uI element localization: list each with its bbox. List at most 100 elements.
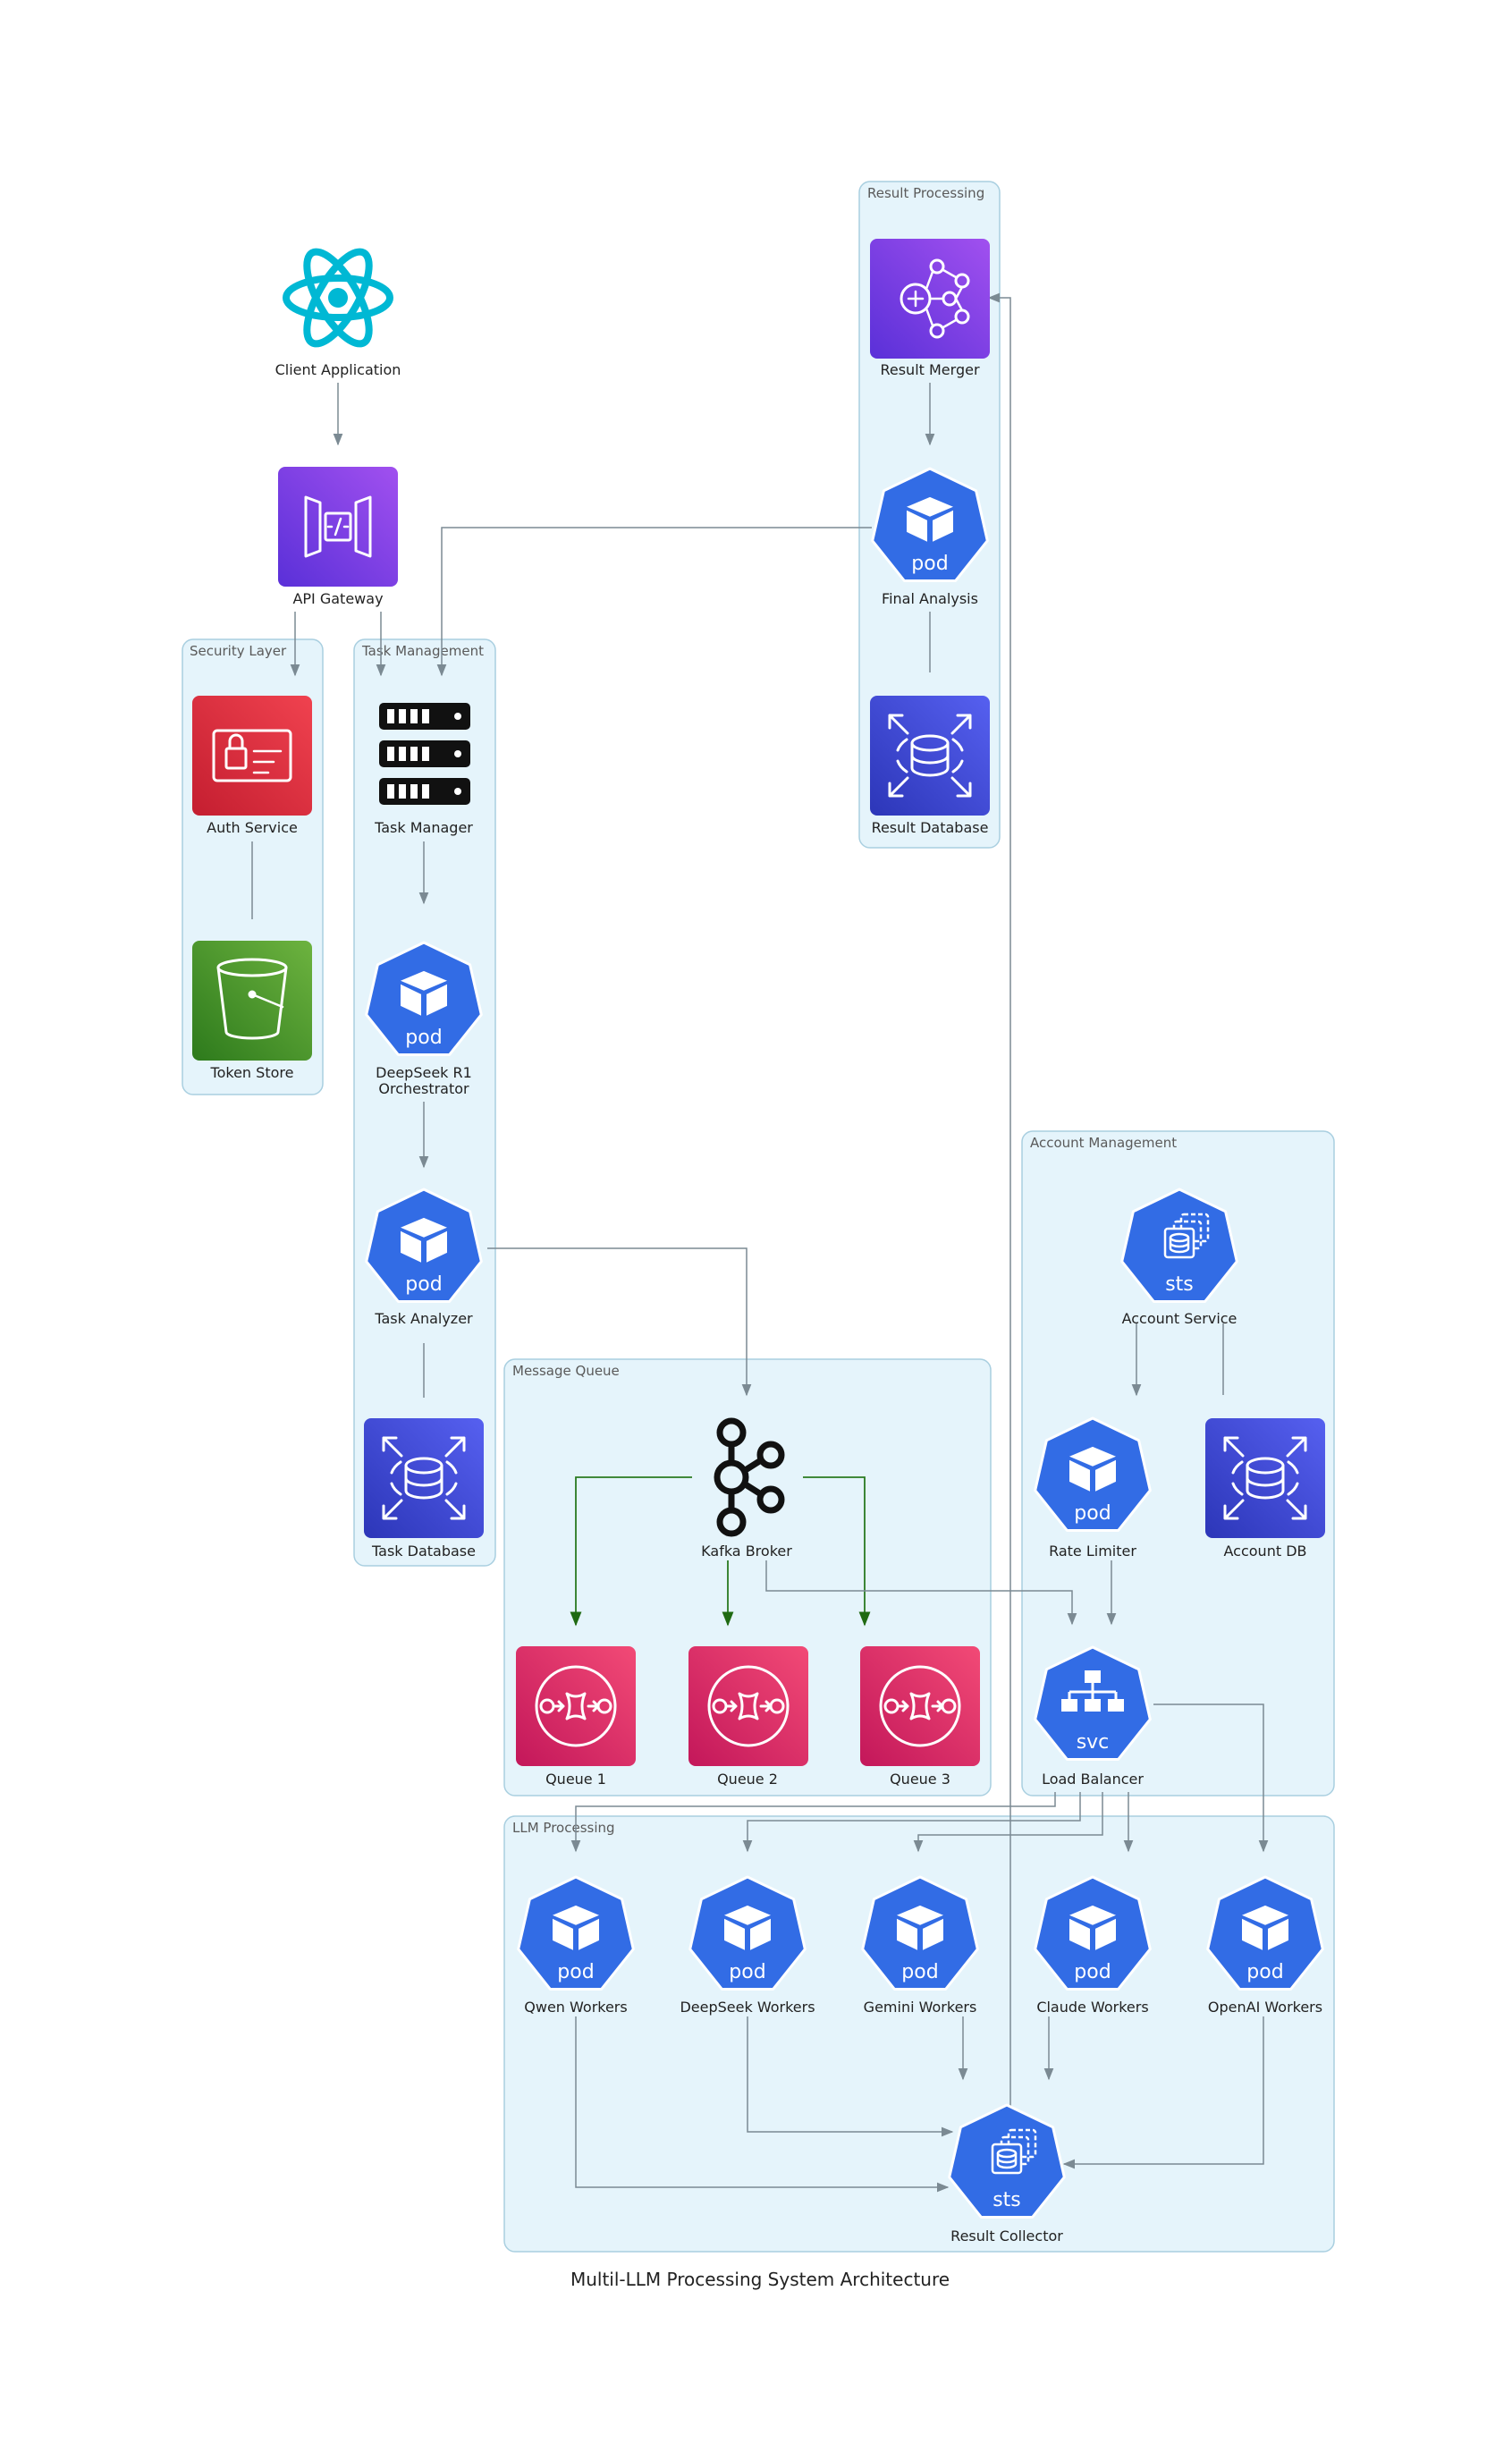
node-label-result-db: Result Database bbox=[872, 819, 989, 836]
node-client-application[interactable]: Client Application bbox=[275, 243, 401, 378]
node-label-result-collector: Result Collector bbox=[950, 2228, 1063, 2244]
node-label-queue1: Queue 1 bbox=[545, 1771, 606, 1788]
edge-kafka-to-loadbalancer bbox=[765, 1560, 1077, 1626]
node-claude-workers[interactable]: pod Claude Workers bbox=[1034, 1875, 1152, 2016]
message-queue-icon bbox=[516, 1646, 636, 1766]
svg-text:pod: pod bbox=[405, 1027, 442, 1049]
edge-lb-to-qwen bbox=[570, 1792, 1056, 1853]
kubernetes-pod-icon: pod bbox=[365, 941, 483, 1056]
database-icon bbox=[870, 696, 990, 816]
edge-openai-to-collector bbox=[1062, 2016, 1264, 2169]
node-queue-1[interactable]: Queue 1 bbox=[516, 1646, 636, 1788]
node-label-token-store: Token Store bbox=[210, 1064, 294, 1081]
svg-text:pod: pod bbox=[729, 1961, 765, 1983]
identity-card-lock-icon bbox=[192, 696, 312, 816]
kubernetes-statefulset-icon: sts bbox=[1120, 1188, 1238, 1303]
kubernetes-pod-icon: pod bbox=[688, 1875, 807, 1991]
edge-kafka-to-queue1 bbox=[570, 1476, 692, 1627]
svg-text:pod: pod bbox=[1246, 1961, 1283, 1983]
node-label-orchestrator-line1: DeepSeek R1 bbox=[376, 1064, 472, 1081]
edge-deepseek-to-collector bbox=[747, 2016, 954, 2137]
kubernetes-pod-icon: pod bbox=[1034, 1875, 1152, 1991]
diagram-caption: Multil-LLM Processing System Architectur… bbox=[570, 2269, 950, 2290]
cluster-label-llm-processing: LLM Processing bbox=[512, 1820, 615, 1836]
cluster-account-management: Account Management bbox=[1021, 1130, 1335, 1796]
node-result-merger[interactable]: Result Merger bbox=[870, 239, 990, 378]
node-label-result-merger: Result Merger bbox=[880, 361, 979, 378]
node-label-task-analyzer: Task Analyzer bbox=[374, 1310, 473, 1327]
message-queue-icon bbox=[860, 1646, 980, 1766]
node-deepseek-r1-orchestrator[interactable]: pod DeepSeek R1 Orchestrator bbox=[365, 941, 483, 1097]
node-result-collector[interactable]: sts Result Collector bbox=[948, 2103, 1066, 2244]
node-result-database[interactable]: Result Database bbox=[870, 696, 990, 836]
cluster-label-result-processing: Result Processing bbox=[867, 185, 984, 201]
cluster-label-task-management: Task Management bbox=[361, 643, 484, 659]
node-account-db[interactable]: Account DB bbox=[1205, 1418, 1325, 1560]
edge-kafka-to-queue3 bbox=[803, 1476, 871, 1627]
node-label-gemini: Gemini Workers bbox=[864, 1999, 977, 2016]
node-task-analyzer[interactable]: pod Task Analyzer bbox=[365, 1188, 483, 1327]
node-queue-3[interactable]: Queue 3 bbox=[860, 1646, 980, 1788]
node-label-openai: OpenAI Workers bbox=[1208, 1999, 1322, 2016]
database-icon bbox=[1205, 1418, 1325, 1538]
node-account-service[interactable]: sts Account Service bbox=[1120, 1188, 1238, 1327]
kubernetes-pod-icon: pod bbox=[365, 1188, 483, 1303]
svg-text:pod: pod bbox=[557, 1961, 594, 1983]
server-rack-icon bbox=[379, 703, 470, 805]
kubernetes-pod-icon: pod bbox=[871, 467, 989, 582]
svg-text:pod: pod bbox=[405, 1273, 442, 1296]
edge-finalanalysis-to-taskmanager bbox=[436, 527, 872, 677]
node-final-analysis[interactable]: pod Final Analysis bbox=[871, 467, 989, 607]
svg-text:sts: sts bbox=[1165, 1273, 1194, 1296]
node-api-gateway[interactable]: API Gateway bbox=[278, 467, 398, 607]
node-label-queue3: Queue 3 bbox=[890, 1771, 950, 1788]
message-queue-icon bbox=[688, 1646, 808, 1766]
database-icon bbox=[364, 1418, 484, 1538]
svg-text:svc: svc bbox=[1077, 1731, 1110, 1754]
svg-text:sts: sts bbox=[993, 2189, 1021, 2211]
edge-lb-to-deepseek bbox=[742, 1792, 1081, 1853]
node-label-load-balancer: Load Balancer bbox=[1042, 1771, 1144, 1788]
kubernetes-pod-icon: pod bbox=[1034, 1416, 1152, 1532]
node-rate-limiter[interactable]: pod Rate Limiter bbox=[1034, 1416, 1152, 1560]
node-label-task-db: Task Database bbox=[371, 1543, 476, 1560]
svg-text:pod: pod bbox=[911, 553, 948, 575]
node-task-manager[interactable]: Task Manager bbox=[374, 703, 473, 836]
node-gemini-workers[interactable]: pod Gemini Workers bbox=[861, 1875, 979, 2016]
kubernetes-statefulset-icon: sts bbox=[948, 2103, 1066, 2219]
node-label-rate-limiter: Rate Limiter bbox=[1049, 1543, 1136, 1560]
node-label-account-db: Account DB bbox=[1224, 1543, 1307, 1560]
node-task-database[interactable]: Task Database bbox=[364, 1418, 484, 1560]
node-label-orchestrator-line2: Orchestrator bbox=[378, 1080, 469, 1097]
kubernetes-pod-icon: pod bbox=[517, 1875, 635, 1991]
cluster-label-account-management: Account Management bbox=[1030, 1135, 1177, 1151]
kubernetes-pod-icon: pod bbox=[861, 1875, 979, 1991]
svg-text:pod: pod bbox=[901, 1961, 938, 1983]
node-label-qwen: Qwen Workers bbox=[524, 1999, 627, 2016]
node-deepseek-workers[interactable]: pod DeepSeek Workers bbox=[680, 1875, 815, 2016]
edge-lb-to-gemini bbox=[913, 1792, 1103, 1853]
node-qwen-workers[interactable]: pod Qwen Workers bbox=[517, 1875, 635, 2016]
edge-lb-to-openai bbox=[1153, 1703, 1269, 1853]
node-label-final-analysis: Final Analysis bbox=[882, 590, 978, 607]
node-token-store[interactable]: Token Store bbox=[192, 941, 312, 1081]
node-queue-2[interactable]: Queue 2 bbox=[688, 1646, 808, 1788]
edge-collector-to-merger bbox=[987, 292, 1011, 2109]
node-label-auth: Auth Service bbox=[207, 819, 298, 836]
edges bbox=[251, 292, 1269, 2193]
cluster-task-management: Task Management bbox=[353, 638, 496, 1567]
node-auth-service[interactable]: Auth Service bbox=[192, 696, 312, 836]
node-load-balancer[interactable]: svc Load Balancer bbox=[1034, 1645, 1152, 1788]
kubernetes-pod-icon: pod bbox=[1206, 1875, 1324, 1991]
svg-text:pod: pod bbox=[1074, 1961, 1111, 1983]
kubernetes-service-icon: svc bbox=[1034, 1645, 1152, 1761]
cluster-label-message-queue: Message Queue bbox=[512, 1363, 620, 1379]
svg-text:pod: pod bbox=[1074, 1502, 1111, 1525]
node-openai-workers[interactable]: pod OpenAI Workers bbox=[1206, 1875, 1324, 2016]
node-kafka-broker[interactable]: Kafka Broker bbox=[701, 1417, 792, 1560]
node-label-queue2: Queue 2 bbox=[717, 1771, 778, 1788]
cluster-label-security: Security Layer bbox=[190, 643, 287, 659]
node-label-claude: Claude Workers bbox=[1036, 1999, 1148, 2016]
